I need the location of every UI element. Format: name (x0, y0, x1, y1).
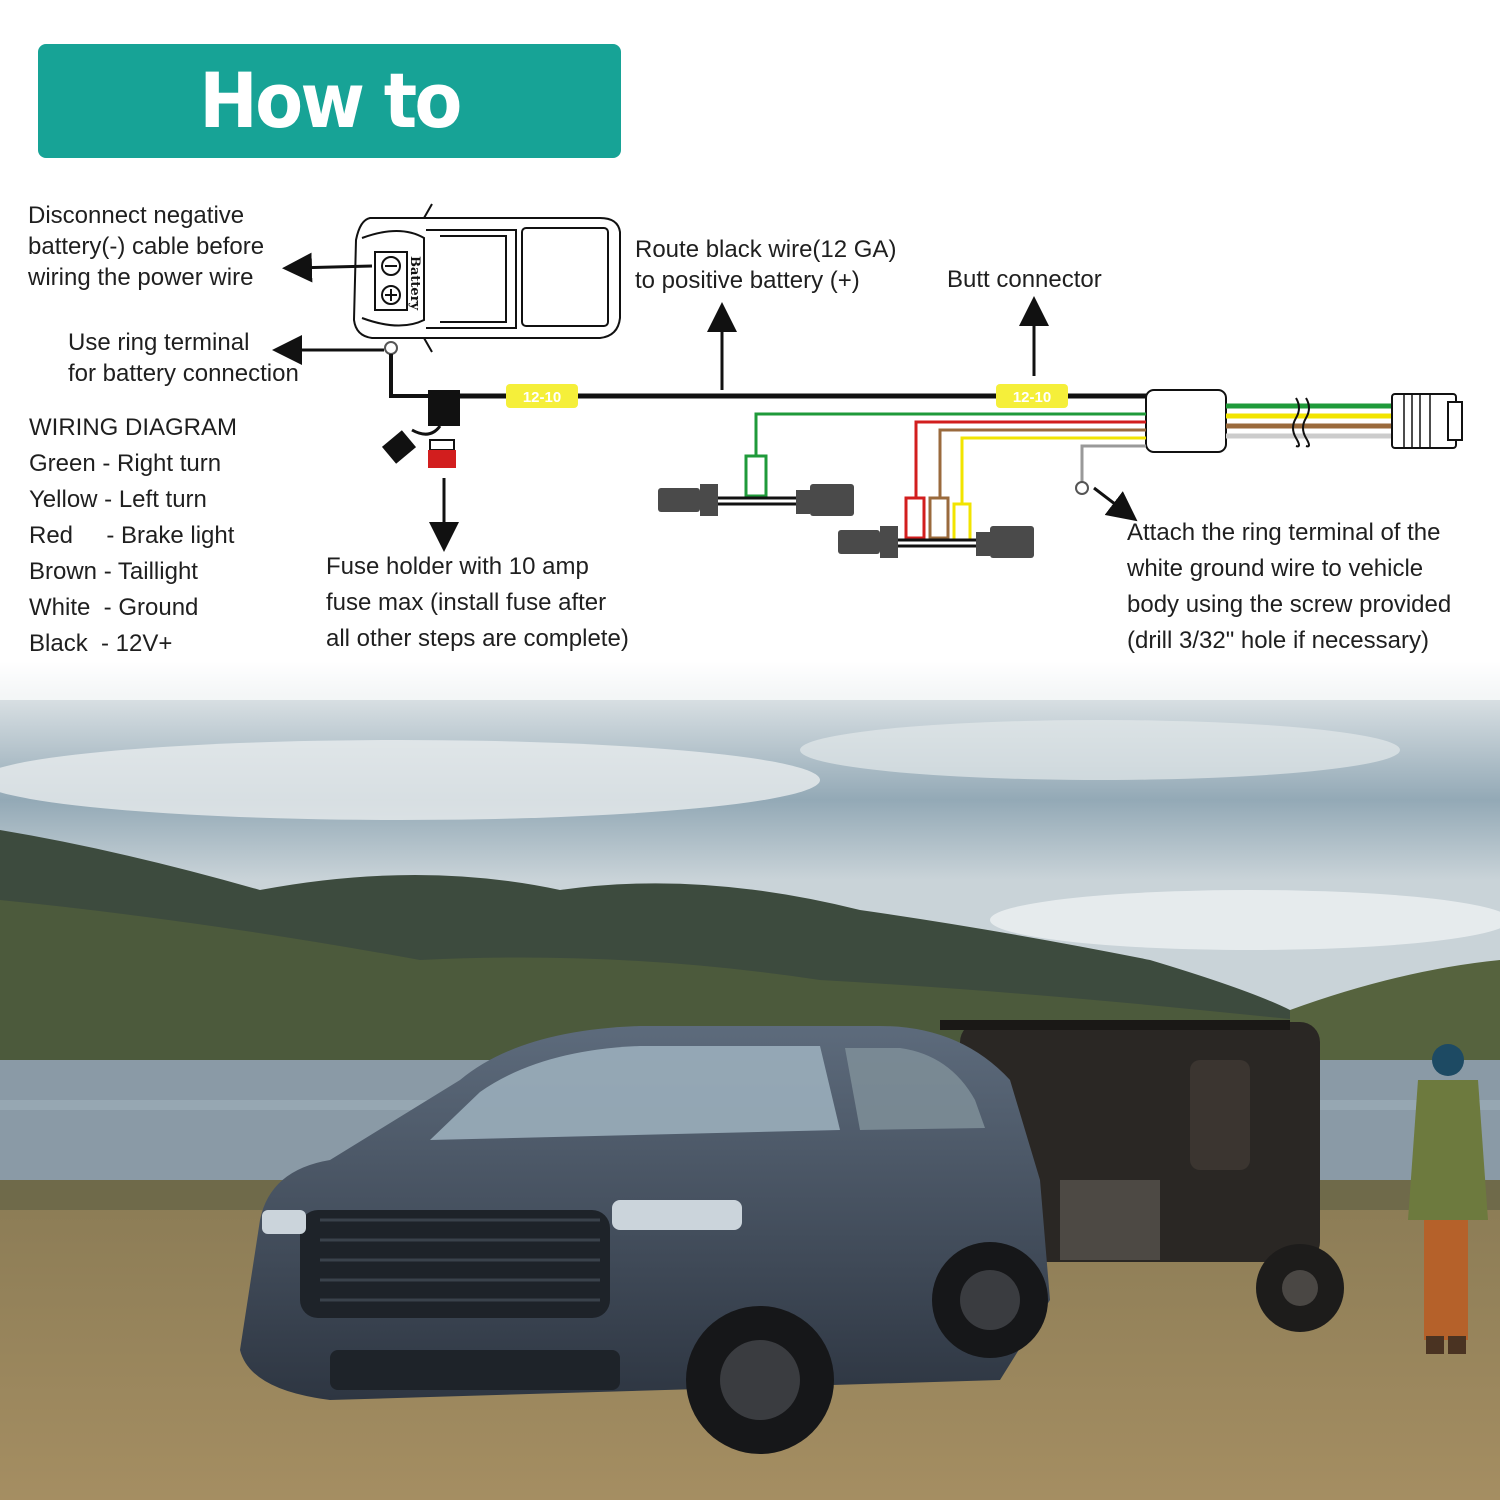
ring-terminal-battery (384, 341, 430, 398)
battery-label: Battery (407, 256, 422, 311)
legend-item: Black - 12V+ (29, 630, 173, 657)
t-connector-brake-tail (838, 496, 1034, 558)
wiring-diagram: Battery 12-10 12-10 (272, 203, 1463, 558)
truck-outline (352, 203, 621, 353)
input-wires (754, 412, 1146, 506)
svg-text:12-10: 12-10 (523, 389, 561, 406)
arrows (272, 252, 1138, 552)
person-figure (1408, 1044, 1488, 1354)
note-fuse-holder: Fuse holder with 10 amp fuse max (instal… (326, 553, 629, 652)
output-wires (1226, 397, 1392, 448)
title-banner (38, 44, 621, 158)
fuse-holder (381, 390, 460, 468)
ring-terminal-ground (1075, 481, 1089, 495)
converter-module (1145, 389, 1227, 453)
battery-icon (374, 251, 408, 311)
legend-item: Brown - Taillight (29, 558, 198, 585)
note-battery-disconnect: Disconnect negative battery(-) cable bef… (28, 202, 265, 291)
legend-item: White - Ground (29, 594, 199, 621)
wiring-legend: WIRING DIAGRAM Green - Right turn Yellow… (29, 410, 237, 662)
legend-item: Yellow - Left turn (29, 486, 207, 513)
trailer (940, 1020, 1344, 1332)
note-ring-terminal: Use ring terminal for battery connection (68, 329, 299, 387)
t-connector-green (658, 454, 854, 516)
legend-item: Green - Right turn (29, 450, 222, 477)
svg-text:12-10: 12-10 (1013, 389, 1051, 406)
legend-item: Red - Brake light (29, 522, 235, 549)
butt-connector-1: 12-10 (506, 384, 578, 408)
suv-vehicle (240, 1026, 1050, 1454)
scene-photo (0, 660, 1500, 1500)
note-butt-connector: Butt connector (947, 266, 1102, 293)
note-ground-terminal: Attach the ring terminal of the white gr… (1127, 519, 1452, 654)
note-route-black-wire: Route black wire(12 GA) to positive batt… (635, 236, 897, 294)
trailer-plug (1391, 393, 1463, 449)
butt-connector-2: 12-10 (996, 384, 1068, 408)
legend-title: WIRING DIAGRAM (29, 414, 237, 441)
